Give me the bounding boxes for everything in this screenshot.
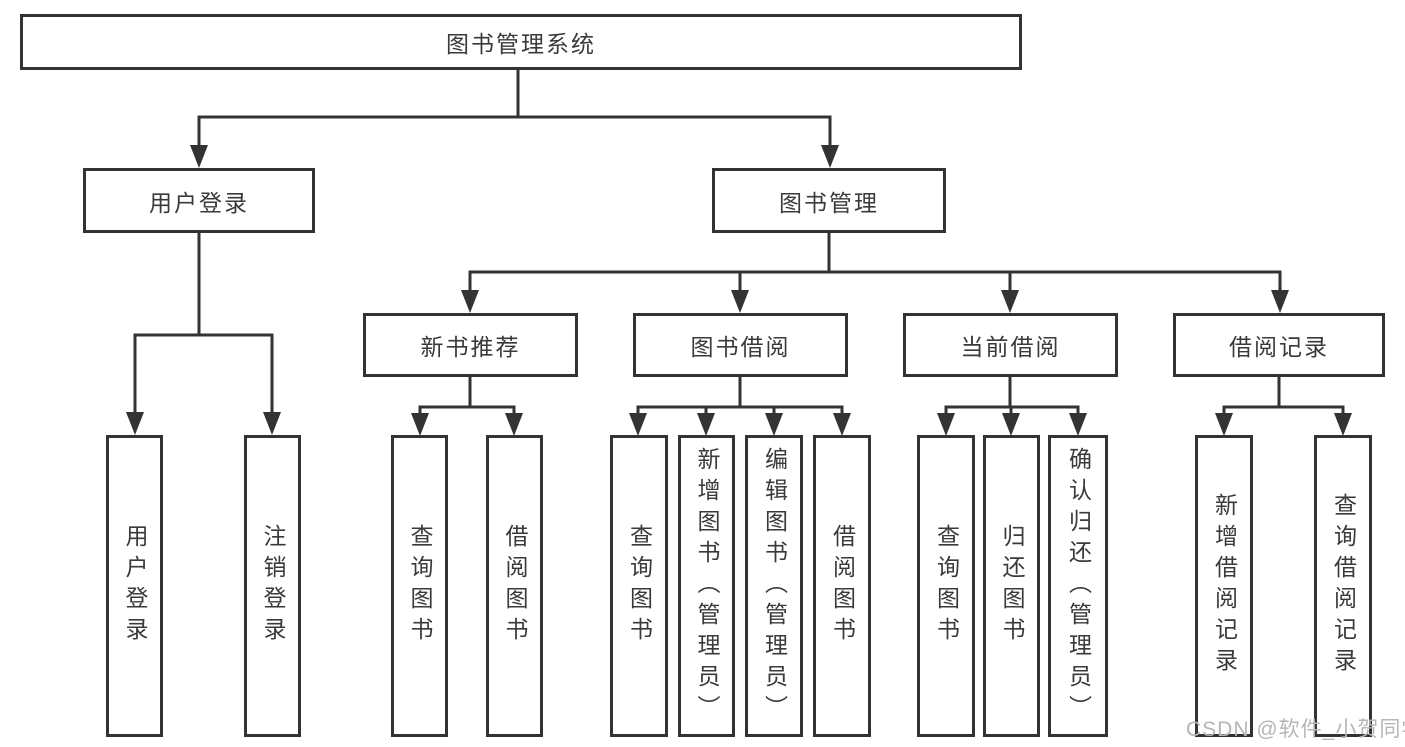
leaf-user-login-label: 用户登录 [122,524,148,648]
leaf-user-login: 用户登录 [106,435,163,737]
leaf-borrow-books-recommend: 借阅图书 [486,435,543,737]
leaf-confirm-return-admin-label: 确认归还（管理员） [1065,446,1092,726]
leaf-query-books-current: 查询图书 [917,435,975,737]
borrowing-records-label: 借阅记录 [1229,334,1329,360]
leaf-return-books-label: 归还图书 [999,524,1025,648]
book-borrowing-label: 图书借阅 [690,334,791,360]
leaf-add-borrow-record: 新增借阅记录 [1195,435,1253,737]
root-node: 图书管理系统 [20,14,1022,70]
leaf-query-books-borrowing: 查询图书 [610,435,668,737]
leaf-return-books: 归还图书 [983,435,1040,737]
leaf-query-books-recommend: 查询图书 [391,435,448,737]
root-node-label: 图书管理系统 [446,31,596,57]
leaf-add-books-admin-label: 新增图书（管理员） [694,446,720,726]
new-book-recommendation-label: 新书推荐 [420,334,521,360]
leaf-borrow-books-recommend-label: 借阅图书 [502,524,528,648]
current-borrowing-node: 当前借阅 [903,313,1118,377]
leaf-edit-books-admin-label: 编辑图书（管理员） [761,446,788,726]
leaf-query-borrow-record-label: 查询借阅记录 [1330,493,1357,679]
leaf-logout-label: 注销登录 [260,524,286,648]
current-borrowing-label: 当前借阅 [960,334,1061,360]
leaf-query-borrow-record: 查询借阅记录 [1314,435,1372,737]
user-login-node: 用户登录 [83,168,315,233]
leaf-add-borrow-record-label: 新增借阅记录 [1211,493,1238,679]
user-login-node-label: 用户登录 [149,189,249,216]
book-management-node-label: 图书管理 [779,189,879,216]
csdn-watermark: CSDN @软件_小贺同学 [1186,718,1405,741]
leaf-query-books-current-label: 查询图书 [933,524,960,648]
leaf-borrow-books-borrowing-label: 借阅图书 [829,524,856,648]
new-book-recommendation-node: 新书推荐 [363,313,578,377]
leaf-query-books-borrowing-label: 查询图书 [626,524,653,648]
leaf-borrow-books-borrowing: 借阅图书 [813,435,871,737]
leaf-confirm-return-admin: 确认归还（管理员） [1048,435,1108,737]
leaf-add-books-admin: 新增图书（管理员） [678,435,735,737]
book-management-node: 图书管理 [712,168,946,233]
leaf-logout: 注销登录 [244,435,301,737]
leaf-edit-books-admin: 编辑图书（管理员） [745,435,803,737]
leaf-query-books-recommend-label: 查询图书 [407,524,433,648]
book-borrowing-node: 图书借阅 [633,313,848,377]
borrowing-records-node: 借阅记录 [1173,313,1385,377]
